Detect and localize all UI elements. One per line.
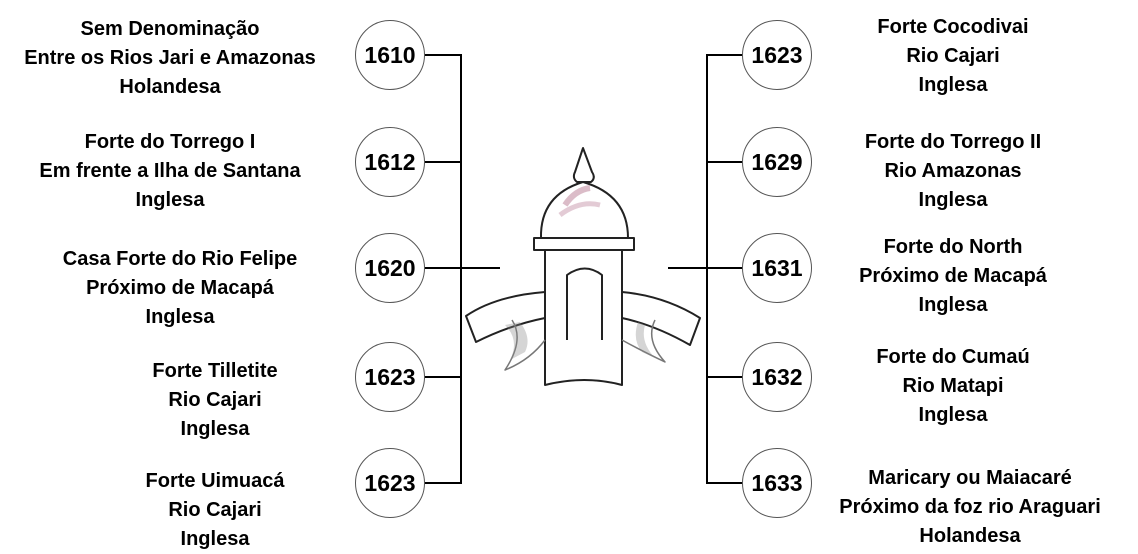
year-circle: 1629 — [742, 127, 812, 197]
fort-name: Forte Uimuacá — [145, 470, 285, 492]
fort-name: Maricary ou Maiacaré — [868, 467, 1072, 489]
fort-nationality: Inglesa — [918, 189, 988, 211]
fort-nationality: Inglesa — [918, 294, 988, 316]
fort-location: Próximo de Macapá — [859, 265, 1047, 287]
fort-nationality: Inglesa — [145, 306, 215, 328]
fort-name: Casa Forte do Rio Felipe — [62, 248, 298, 270]
left-fort-label-4: Forte Tilletite Rio Cajari Inglesa — [110, 357, 320, 444]
left-fort-label-1: Sem Denominação Entre os Rios Jari e Ama… — [5, 15, 335, 102]
fort-name: Forte do North — [883, 236, 1023, 258]
fort-location: Rio Cajari — [168, 389, 262, 411]
left-fort-label-2: Forte do Torrego I Em frente a Ilha de S… — [10, 128, 330, 215]
fort-name: Forte Tilletite — [152, 360, 278, 382]
fort-nationality: Inglesa — [135, 189, 205, 211]
right-fort-label-5: Maricary ou Maiacaré Próximo da foz rio … — [820, 464, 1120, 551]
year-circle: 1612 — [355, 127, 425, 197]
fort-location: Rio Matapi — [902, 375, 1004, 397]
left-fort-label-3: Casa Forte do Rio Felipe Próximo de Maca… — [25, 245, 335, 332]
right-fort-label-2: Forte do Torrego II Rio Amazonas Inglesa — [828, 128, 1078, 215]
fort-name: Forte do Torrego I — [84, 131, 256, 153]
fort-nationality: Inglesa — [180, 528, 250, 550]
fort-name: Forte Cocodivai — [877, 16, 1029, 38]
fort-nationality: Holandesa — [919, 525, 1021, 547]
fort-location: Rio Cajari — [168, 499, 262, 521]
fort-location: Próximo da foz rio Araguari — [839, 496, 1101, 518]
year-circle: 1623 — [355, 342, 425, 412]
fort-nationality: Holandesa — [119, 76, 221, 98]
fort-location: Rio Amazonas — [884, 160, 1022, 182]
fort-location: Em frente a Ilha de Santana — [39, 160, 301, 182]
right-fort-label-3: Forte do North Próximo de Macapá Inglesa — [828, 233, 1078, 320]
fort-sentry-icon — [465, 147, 701, 386]
fort-location: Rio Cajari — [906, 45, 1000, 67]
year-circle: 1623 — [742, 20, 812, 90]
year-circle: 1633 — [742, 448, 812, 518]
fort-name: Forte do Torrego II — [864, 131, 1042, 153]
fort-location: Próximo de Macapá — [86, 277, 274, 299]
year-circle: 1631 — [742, 233, 812, 303]
right-fort-label-1: Forte Cocodivai Rio Cajari Inglesa — [828, 13, 1078, 100]
year-circle: 1623 — [355, 448, 425, 518]
year-circle: 1632 — [742, 342, 812, 412]
fort-name: Sem Denominação — [80, 18, 260, 40]
fort-nationality: Inglesa — [180, 418, 250, 440]
fort-location: Entre os Rios Jari e Amazonas — [24, 47, 316, 69]
left-fort-label-5: Forte Uimuacá Rio Cajari Inglesa — [110, 467, 320, 554]
year-circle: 1620 — [355, 233, 425, 303]
fort-nationality: Inglesa — [918, 404, 988, 426]
year-circle: 1610 — [355, 20, 425, 90]
fort-name: Forte do Cumaú — [876, 346, 1030, 368]
right-fort-label-4: Forte do Cumaú Rio Matapi Inglesa — [828, 343, 1078, 430]
fort-nationality: Inglesa — [918, 74, 988, 96]
